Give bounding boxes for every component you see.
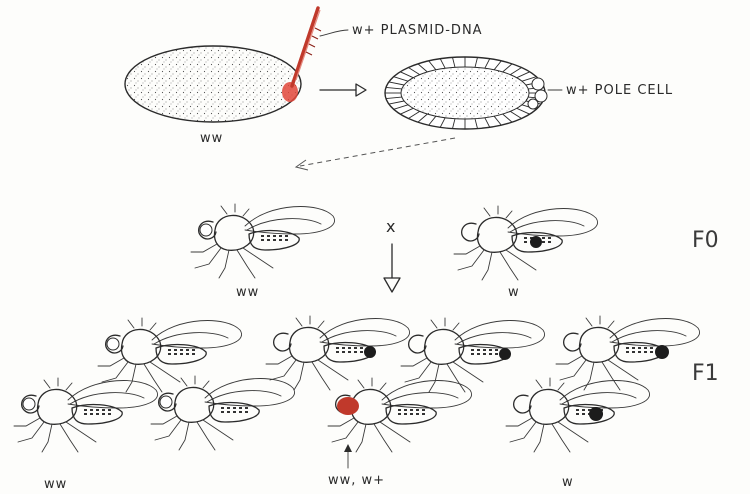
injection-needle: [292, 8, 321, 86]
f0-generation-label: F0: [692, 228, 719, 253]
f1-fly-4: [556, 316, 700, 390]
cross-symbol: x: [386, 217, 396, 236]
f1-ww-label: ww: [44, 477, 67, 492]
f0-fly-w: [454, 206, 598, 280]
cross-down-arrow: [384, 244, 400, 292]
embryo-genotype-label: ww: [200, 131, 223, 146]
f1-fly-2: [266, 316, 410, 390]
f1-fly-8: [506, 378, 650, 452]
f1-fly-3: [401, 318, 545, 392]
plasmid-leader-line: [320, 30, 348, 36]
f1-generation-label: F1: [692, 361, 719, 386]
f0-ww-label: ww: [236, 285, 259, 300]
transformant-pointer: [344, 444, 352, 468]
blastoderm-embryo: [385, 57, 547, 129]
f0-w-label: w: [508, 285, 520, 300]
f1-w-label: w: [562, 475, 574, 490]
f1-ww-wplus-label: ww, w+: [328, 473, 385, 488]
f1-fly-6: [151, 376, 295, 450]
pole-cell-label: w+ POLE CELL: [566, 83, 673, 98]
embryo-ww: [125, 46, 301, 122]
f1-fly-7-red-eye: [328, 378, 472, 452]
dashed-arrow: [296, 138, 455, 170]
f1-fly-5: [14, 378, 158, 452]
plasmid-label: w+ PLASMID-DNA: [352, 23, 483, 38]
injection-site: [282, 82, 298, 102]
f0-fly-ww: [191, 204, 335, 278]
development-arrow: [320, 84, 366, 96]
